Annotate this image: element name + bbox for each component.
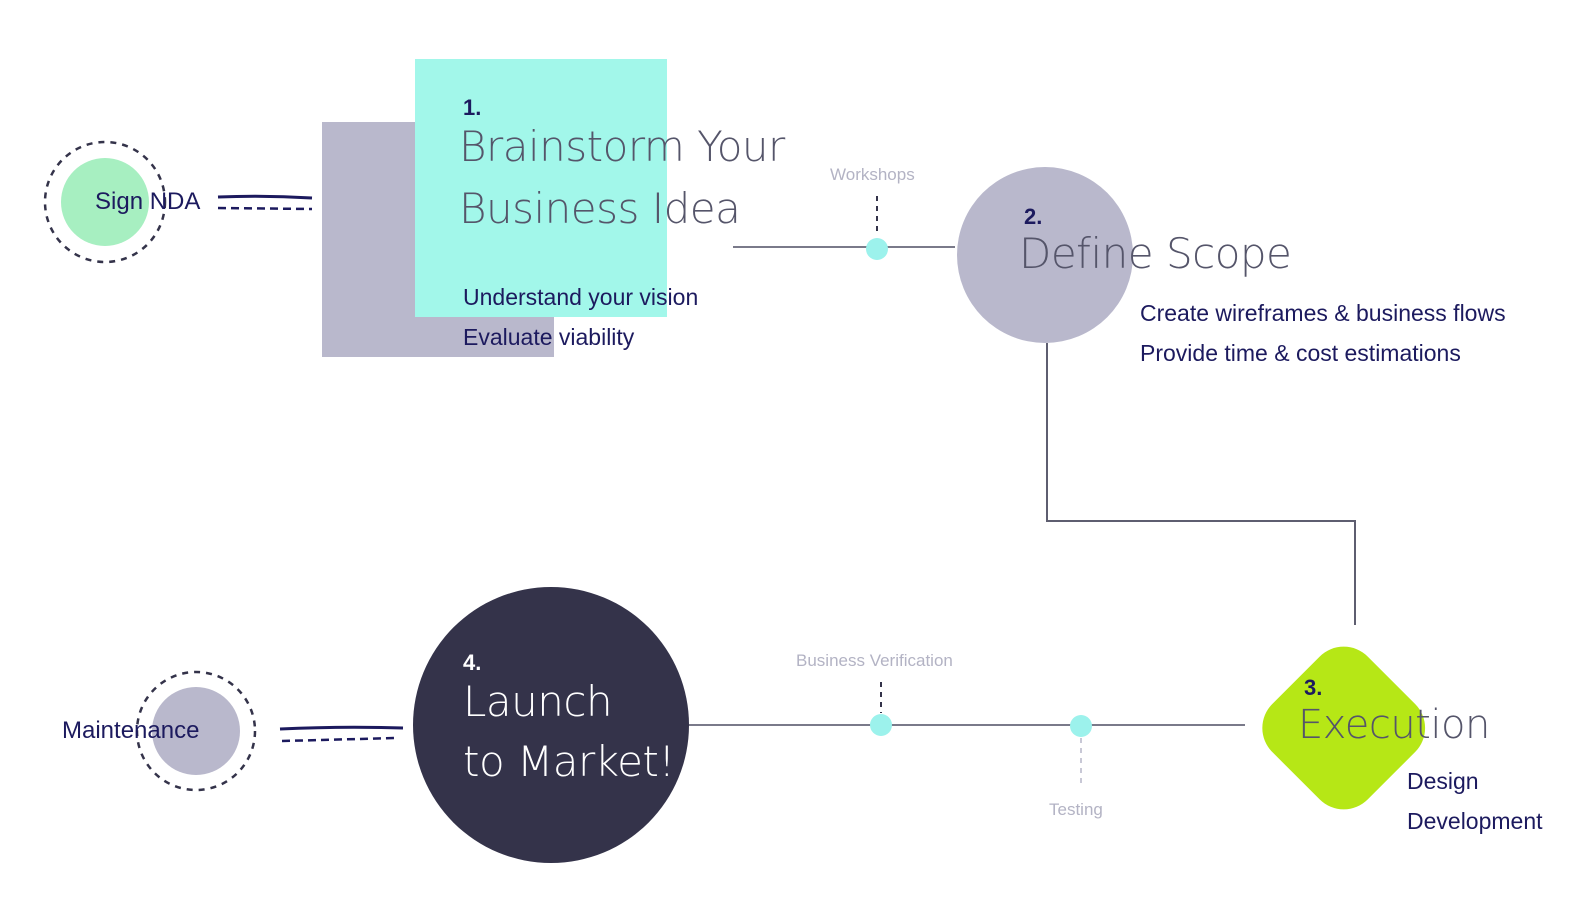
step1-bullet-1: Understand your vision — [463, 284, 699, 310]
step3-title: Execution — [1298, 702, 1490, 748]
sign-nda-circle — [61, 158, 149, 246]
step1-bullet-2: Evaluate viability — [463, 324, 635, 350]
maintenance-label: Maintenance — [62, 717, 200, 744]
business-verification-dot — [870, 714, 892, 736]
sign-nda-connector-dashed — [217, 206, 313, 211]
business-verification-label: Business Verification — [796, 651, 953, 670]
maintenance-connector-solid — [279, 725, 404, 731]
step2-bullet-1: Create wireframes & business flows — [1140, 300, 1506, 326]
step1-number: 1. — [463, 95, 482, 120]
step4-title-line1: Launch — [463, 677, 613, 726]
step2-title: Define Scope — [1019, 229, 1292, 278]
step2-circle — [957, 167, 1133, 343]
step4-title-line2: to Market! — [463, 737, 675, 786]
step2-number: 2. — [1024, 204, 1043, 229]
step1-title-line2: Business Idea — [459, 184, 741, 233]
step4-circle — [413, 587, 689, 863]
maintenance-connector-dashed — [281, 736, 397, 743]
testing-dot — [1070, 715, 1092, 737]
step3-bullet-1: Design — [1407, 768, 1479, 794]
step3-number: 3. — [1304, 675, 1323, 700]
sign-nda-label: Sign NDA — [95, 188, 201, 215]
step4-number: 4. — [463, 650, 482, 675]
maintenance-circle — [152, 687, 240, 775]
step3-bullet-2: Development — [1407, 808, 1543, 834]
workshops-label: Workshops — [830, 165, 915, 184]
sign-nda-connector-solid — [217, 194, 313, 200]
testing-label: Testing — [1049, 800, 1103, 819]
step2-bullet-2: Provide time & cost estimations — [1140, 340, 1461, 366]
workshops-dot — [866, 238, 888, 260]
connector-2-3 — [1046, 343, 1356, 625]
step1-front-rect — [415, 59, 667, 317]
maintenance-dashed-ring — [135, 670, 257, 792]
step1-title-line1: Brainstorm Your — [459, 122, 785, 171]
sign-nda-dashed-ring — [43, 140, 167, 264]
step3-diamond — [1262, 646, 1426, 810]
